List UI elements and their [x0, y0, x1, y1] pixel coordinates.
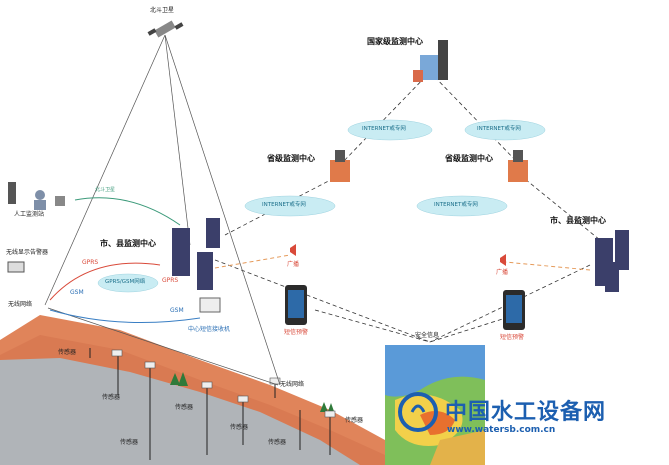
gprs-cloud-label: GPRS/GSM网络 — [105, 279, 146, 285]
alarm-display-icon — [7, 261, 25, 273]
gprs-arc — [49, 262, 161, 301]
central-receiver-label: 中心短信接收机 — [188, 326, 231, 333]
gsm-mid-label: GSM — [170, 307, 184, 314]
beidou-small-label: 北斗卫星 — [95, 187, 116, 193]
sms-phone-left — [285, 285, 307, 325]
receiver-device — [199, 297, 221, 313]
cloud-network — [97, 119, 546, 293]
brand-logo — [398, 392, 438, 432]
beidou-arc — [74, 197, 181, 226]
national-center-label: 国家级监测中心 — [367, 37, 423, 46]
city-servers-right — [595, 230, 629, 292]
sensor-label: 传感器 — [345, 417, 364, 424]
city-center-right-label: 市、县监测中心 — [550, 216, 606, 225]
watermark-url: www.watersb.com.cn — [447, 425, 556, 435]
network-links — [214, 71, 601, 343]
safety-info-label: 安全信息 — [415, 332, 440, 339]
sms-left-label: 短信预警 — [284, 329, 309, 336]
satellite-icon — [147, 20, 184, 38]
wireless-net-mid-label: 无线网络 — [280, 381, 305, 388]
gsm-left-label: GSM — [70, 289, 84, 296]
watermark-brand: 中国水工设备网 www.watersb.com.cn — [395, 392, 665, 442]
gprs-label: GPRS — [162, 277, 179, 284]
internet-province-label: INTERNET或专网 — [262, 202, 306, 208]
internet-province-right-label: INTERNET或专网 — [434, 202, 478, 208]
national-tower-icon — [413, 40, 448, 82]
sensor-label: 传感器 — [102, 394, 121, 401]
province-left-icon — [330, 150, 350, 182]
sms-phone-right — [503, 290, 525, 330]
watermark-title: 中国水工设备网 — [445, 400, 607, 425]
broadcast-links — [214, 254, 591, 271]
satellite-label: 北斗卫星 — [150, 7, 175, 14]
sensor-label: 传感器 — [58, 349, 77, 356]
gprs-left-label: GPRS — [82, 259, 99, 266]
broadcast-right-label: 广播 — [496, 269, 509, 276]
internet-right-label: INTERNET或专网 — [477, 126, 521, 132]
sensor-label: 传感器 — [175, 404, 194, 411]
sensor-label: 传感器 — [120, 439, 139, 446]
internet-left-label: INTERNET或专网 — [362, 126, 406, 132]
sensor-label: 传感器 — [268, 439, 287, 446]
speaker-left-icon — [290, 244, 296, 256]
sensor-poles — [89, 348, 331, 460]
sms-right-label: 短信预警 — [500, 334, 525, 341]
province-left-label: 省级监测中心 — [267, 154, 315, 163]
city-servers-left — [172, 218, 220, 290]
sensor-boxes — [111, 349, 336, 418]
wireless-alarm-label: 无线显示告警器 — [6, 249, 49, 256]
gsm-arc — [49, 309, 201, 323]
province-right-label: 省级监测中心 — [445, 154, 493, 163]
satellite-beams — [44, 34, 281, 386]
manual-station-label: 人工监测站 — [14, 211, 45, 218]
province-right-icon — [508, 150, 528, 182]
speaker-right-icon — [500, 254, 506, 266]
broadcast-left-label: 广播 — [287, 261, 300, 268]
wireless-net-left-label: 无线网络 — [8, 301, 33, 308]
manual-station-icon — [8, 182, 65, 210]
city-center-left-label: 市、县监测中心 — [100, 239, 156, 248]
terrain — [0, 315, 385, 465]
sensor-label: 传感器 — [230, 424, 249, 431]
